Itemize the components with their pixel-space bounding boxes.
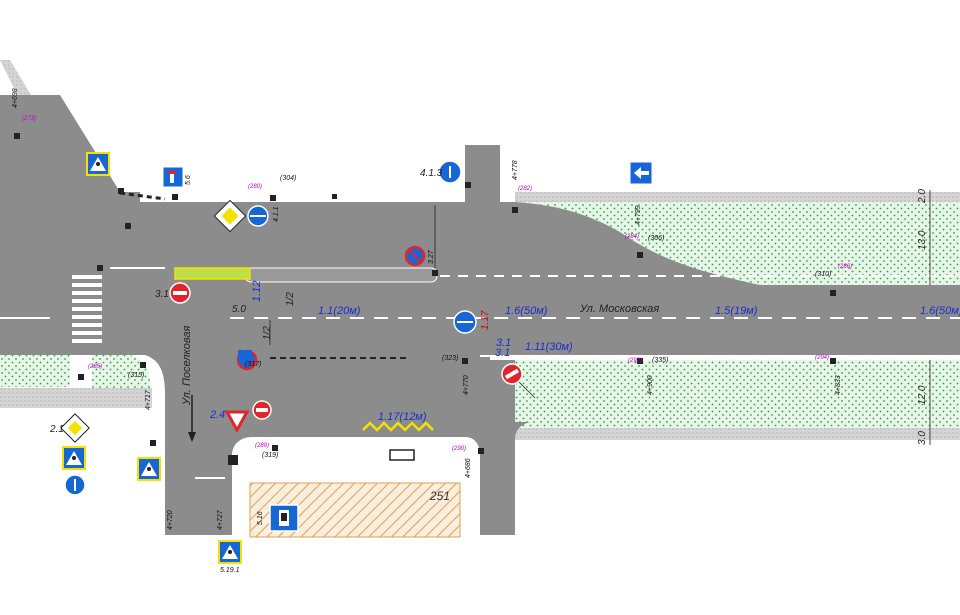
km-label-2: 4+778 xyxy=(512,160,519,180)
pole-label-14: (292) xyxy=(628,358,642,364)
pole-label-7: (284) xyxy=(625,234,639,240)
curb-south-west xyxy=(0,388,152,408)
pole-label-9: (315) xyxy=(128,372,144,379)
km-label-6: 4+900 xyxy=(647,375,654,395)
sign-crosswalk-south xyxy=(218,540,242,564)
sign-left-turn xyxy=(438,160,462,184)
sign-no-entry-west xyxy=(169,282,191,304)
km-label-1: 4+698 xyxy=(12,88,19,108)
pole-label-1: (273) xyxy=(22,116,36,122)
curb-south-east xyxy=(515,428,960,440)
sign-code-6: 3.27 xyxy=(428,249,435,264)
marking-label-7: 1.12 xyxy=(251,281,263,302)
sign-priority-road-south xyxy=(60,413,90,443)
sign-crosswalk-nw xyxy=(86,152,110,176)
marking-label-8: 1/2 xyxy=(285,292,296,306)
dim-label-1: 13.0 xyxy=(917,230,928,250)
sign-code-7: 4.1.1 xyxy=(273,206,280,222)
pole-label-16: (286) xyxy=(838,264,852,270)
median-island xyxy=(244,267,438,283)
km-label-7: 4+833 xyxy=(835,375,842,395)
pole-label-12: (289) xyxy=(255,443,269,449)
marking-label-5: 1.11(30м) xyxy=(525,341,573,353)
street-main-label: Ул. Московская xyxy=(579,303,659,315)
sign-no-stopping xyxy=(404,245,426,267)
sign-bus-stop-small xyxy=(238,350,252,362)
sign-crosswalk-sw-2 xyxy=(137,457,161,481)
sign-code-10: 5.16 xyxy=(257,511,264,525)
direction-arrowhead xyxy=(188,432,196,442)
dim-label-4: 2.0 xyxy=(917,189,928,204)
building-number: 251 xyxy=(429,489,450,503)
pole-label-8: (285) xyxy=(88,364,102,370)
sign-code-8: 5.19.1 xyxy=(220,567,240,574)
km-label-8: 4+799 xyxy=(635,205,642,225)
pole-label-4: (306) xyxy=(648,235,664,242)
km-label-4: 4+727 xyxy=(217,509,224,530)
pole-label-17: (323) xyxy=(442,355,458,362)
marking-label-3: 1.5(19м) xyxy=(715,305,758,317)
sign-code-1: 3.1 xyxy=(155,289,169,300)
dim-label-3: 3.0 xyxy=(917,431,928,445)
marking-label-2: 1.6(50м) xyxy=(505,305,548,317)
lawn-south-east xyxy=(515,360,960,428)
pole-label-11: (319) xyxy=(262,452,278,459)
road-main-band xyxy=(0,285,960,355)
marking-label-1: 1.1(20м) xyxy=(318,305,361,317)
sign-straight-sw xyxy=(64,474,86,496)
pole-label-5: (310) xyxy=(815,271,831,278)
sign-code-5: 5.6 xyxy=(185,175,192,185)
sign-no-entry-east xyxy=(501,363,523,385)
lawn-south-west-2 xyxy=(92,355,152,390)
sign-straight-middle xyxy=(453,310,477,334)
marking-label-4: 1.6(50м) xyxy=(920,305,960,317)
sign-code-4: 4.1.3 xyxy=(420,168,443,179)
sign-dead-end xyxy=(162,166,184,188)
crosswalk xyxy=(72,275,102,343)
sign-priority-road-north xyxy=(213,199,247,233)
sign-straight-north xyxy=(247,205,269,227)
sign-give-way xyxy=(224,410,250,434)
pole-label-3: (304) xyxy=(280,175,296,182)
km-label-10: 4+770 xyxy=(463,375,470,395)
lawn-south-west xyxy=(0,355,70,387)
sign-bus-stop xyxy=(269,504,299,532)
marking-label-6: 1.17(12м) xyxy=(378,411,427,423)
km-label-9: 4+717 xyxy=(145,389,152,410)
pole-label-13: (290) xyxy=(452,446,466,452)
zigzag-marking xyxy=(362,421,434,432)
curb-north-east xyxy=(515,192,960,202)
pole-label-18: (335) xyxy=(652,357,668,364)
sign-posts xyxy=(14,133,836,465)
pole-label-6: (282) xyxy=(518,186,532,192)
marking-label-11: 5.0 xyxy=(232,304,246,315)
marking-label-12: 1.17 xyxy=(480,310,491,330)
pole-label-15: (294) xyxy=(815,355,829,361)
street-cross-label: Ул. Поселковая xyxy=(181,326,193,406)
marking-label-10: 3.1 xyxy=(495,347,510,359)
lawn-north-east xyxy=(515,202,960,285)
sign-code-9: 3.1 xyxy=(496,337,511,349)
island-yellow-segment xyxy=(174,267,251,280)
barrier xyxy=(119,191,166,201)
sign-code-2: 2.4 xyxy=(209,409,225,421)
marking-label-9: 1/2 xyxy=(262,326,273,340)
km-label-3: 4+720 xyxy=(167,510,174,530)
sign-one-way-east xyxy=(629,161,653,185)
km-label-5: 4+686 xyxy=(465,458,472,478)
sign-crosswalk-sw-1 xyxy=(62,446,86,470)
dim-label-2: 12.0 xyxy=(917,385,928,405)
pole-label-10: (317) xyxy=(245,361,261,368)
sign-no-entry-cross xyxy=(252,400,272,420)
sign-code-3: 2.1 xyxy=(49,424,64,435)
pole-label-2: (280) xyxy=(248,184,262,190)
